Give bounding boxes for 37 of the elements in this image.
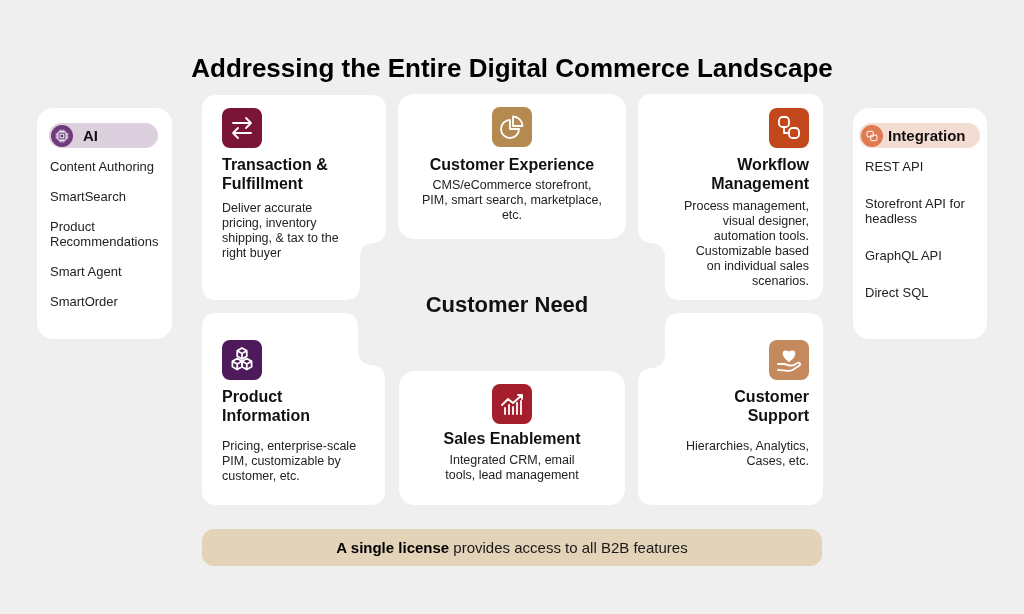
list-item: Smart Agent <box>50 264 123 279</box>
side-panel <box>37 108 172 339</box>
list-item: SmartSearch <box>50 189 127 204</box>
card-heading: Customer Support <box>733 387 809 425</box>
card-heading: Transaction & Fulfillment <box>222 155 329 193</box>
card-description: Process management, visual designer, automation tools. Customizable based on individual sales scenarios. <box>683 199 809 289</box>
feature-card <box>638 94 823 300</box>
list-item: GraphQL API <box>865 248 943 263</box>
card-heading: Product Information <box>222 387 311 425</box>
list-item: Content Authoring <box>50 159 156 174</box>
list-item: Product Recommendations <box>50 219 160 249</box>
banner-text: A single license provides access to all B2B features <box>336 538 688 557</box>
diagram-title: Addressing the Entire Digital Commerce Landscape <box>191 52 833 84</box>
card-description: Hierarchies, Analytics, Cases, etc. <box>685 439 809 469</box>
list-item: REST API <box>865 159 925 174</box>
footer-banner <box>202 529 822 566</box>
tag-label: Integration <box>888 126 966 145</box>
card-heading: Workflow Management <box>710 155 809 193</box>
category-tag <box>49 123 158 148</box>
tag-label: AI <box>83 126 98 145</box>
feature-card <box>398 94 626 239</box>
card-heading: Sales Enablement <box>443 429 581 448</box>
feature-card <box>399 371 625 505</box>
card-description: Deliver accurate pricing, inventory shipping, & tax to the right buyer <box>222 201 340 261</box>
card-description: CMS/eCommerce storefront, PIM, smart search, marketplace, etc. <box>421 178 603 223</box>
list-item: Storefront API for headless <box>865 196 966 226</box>
feature-card <box>202 95 386 300</box>
list-item: Direct SQL <box>865 285 930 300</box>
list-item: SmartOrder <box>50 294 119 309</box>
card-description: Integrated CRM, email tools, lead management <box>444 453 580 483</box>
card-description: Pricing, enterprise-scale PIM, customizable by customer, etc. <box>222 439 358 484</box>
feature-card <box>202 313 385 505</box>
card-heading: Customer Experience <box>429 155 595 174</box>
center-label: Customer Need <box>424 291 590 319</box>
category-tag <box>859 123 980 148</box>
feature-card <box>638 313 823 505</box>
side-panel <box>853 108 987 339</box>
